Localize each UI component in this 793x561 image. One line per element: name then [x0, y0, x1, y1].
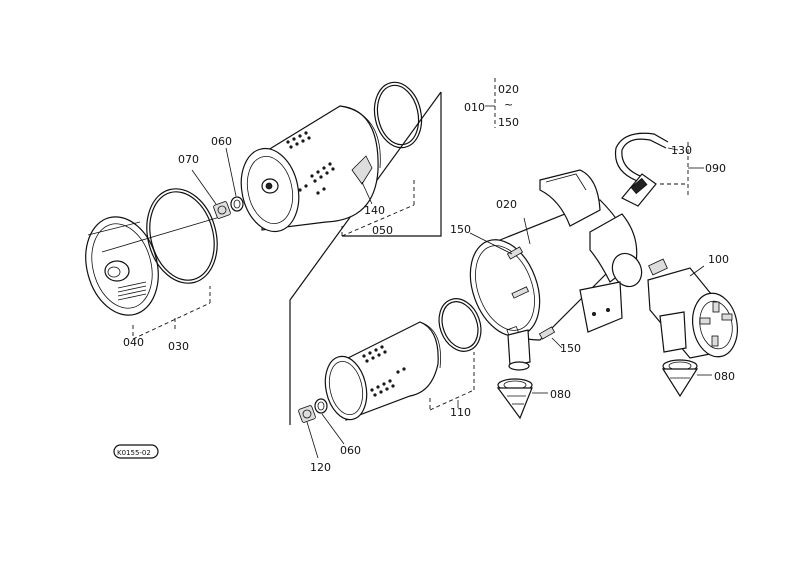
label-120: 120 [310, 461, 331, 474]
label-130: 130 [671, 144, 692, 157]
label-020-range: 020 [498, 83, 519, 96]
inner-filter-element [324, 321, 441, 421]
label-150-right: 150 [560, 342, 581, 355]
label-100: 100 [708, 253, 729, 266]
label-060-upper: 060 [211, 135, 232, 148]
figure-code-badge: K0155-02 [113, 444, 159, 459]
nut-120 [298, 405, 316, 423]
label-050: 050 [372, 224, 393, 237]
label-070: 070 [178, 153, 199, 166]
washer-060-lower [314, 398, 328, 414]
label-060-lower: 060 [340, 444, 361, 457]
housing-clamp-bolts [506, 246, 556, 340]
assembly-range-010: ~ [485, 78, 513, 128]
label-020: 020 [496, 198, 517, 211]
seal-ring-140 [373, 81, 423, 149]
gasket-ring-030 [146, 188, 218, 284]
element-perforations [286, 131, 335, 195]
cap-vanes [699, 301, 733, 347]
label-030: 030 [168, 340, 189, 353]
cover-vent-slots [117, 281, 147, 301]
label-080-center: 080 [550, 388, 571, 401]
label-110: 110 [450, 406, 471, 419]
hose-bracket-090 [660, 142, 704, 196]
label-150-left: 150 [450, 223, 471, 236]
cover-group-bracket [101, 213, 231, 340]
outer-filter-element-050 [240, 105, 381, 233]
washer-060-upper [230, 196, 244, 212]
precleaner-cap-100 [647, 258, 738, 359]
air-cleaner-housing-020 [469, 169, 643, 371]
figure-code: K0155-02 [117, 449, 151, 457]
label-010: 010 [464, 101, 485, 114]
label-140: 140 [364, 204, 385, 217]
inner-element-perforations [362, 345, 406, 397]
label-080-right: 080 [714, 370, 735, 383]
range-tilde: ~ [504, 98, 513, 111]
dust-valve-080-right [661, 359, 699, 398]
label-090: 090 [705, 162, 726, 175]
nut-070 [213, 201, 231, 219]
end-cover-040 [85, 216, 159, 316]
label-150-range: 150 [498, 116, 519, 129]
dust-valve-080-center [496, 378, 533, 420]
gasket-110 [438, 298, 482, 352]
label-040: 040 [123, 336, 144, 349]
lower-group-bracket [429, 352, 475, 411]
evacuator-hose-130 [614, 132, 679, 207]
